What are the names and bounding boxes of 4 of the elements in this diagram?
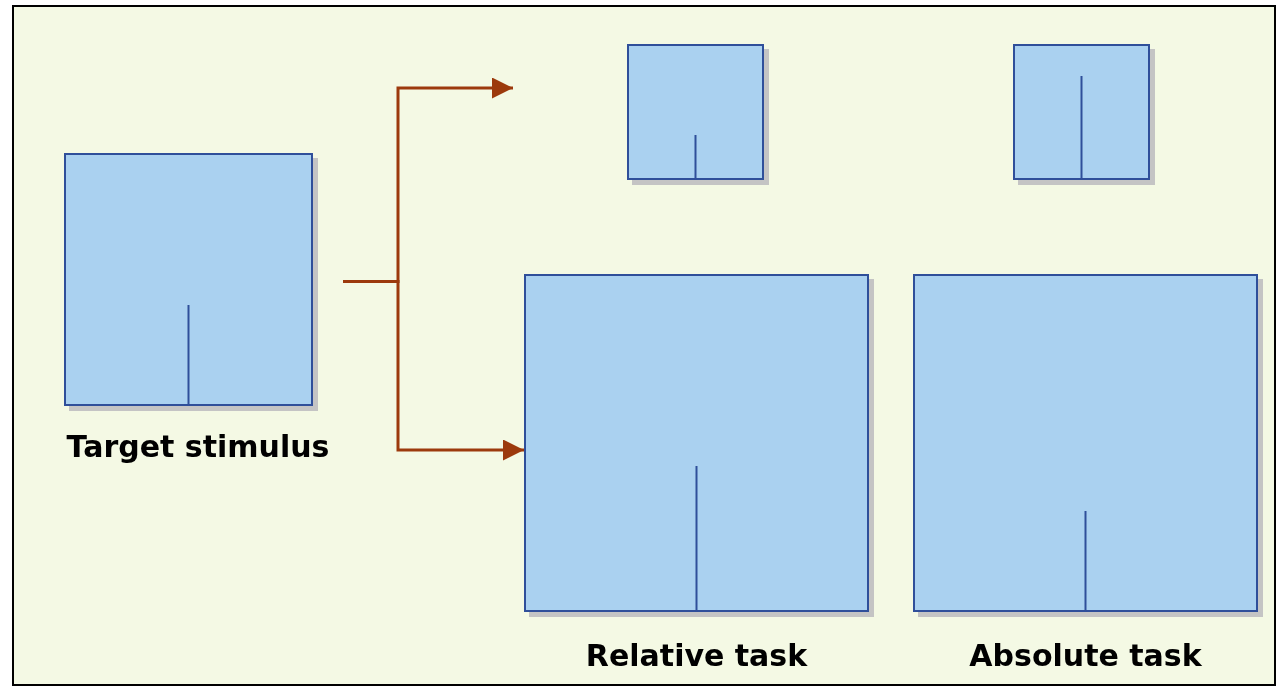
arrow — [343, 280, 524, 461]
node-label: Target stimulus — [65, 429, 331, 464]
node-label: Relative task — [584, 638, 809, 673]
node-label: Absolute task — [968, 638, 1203, 673]
